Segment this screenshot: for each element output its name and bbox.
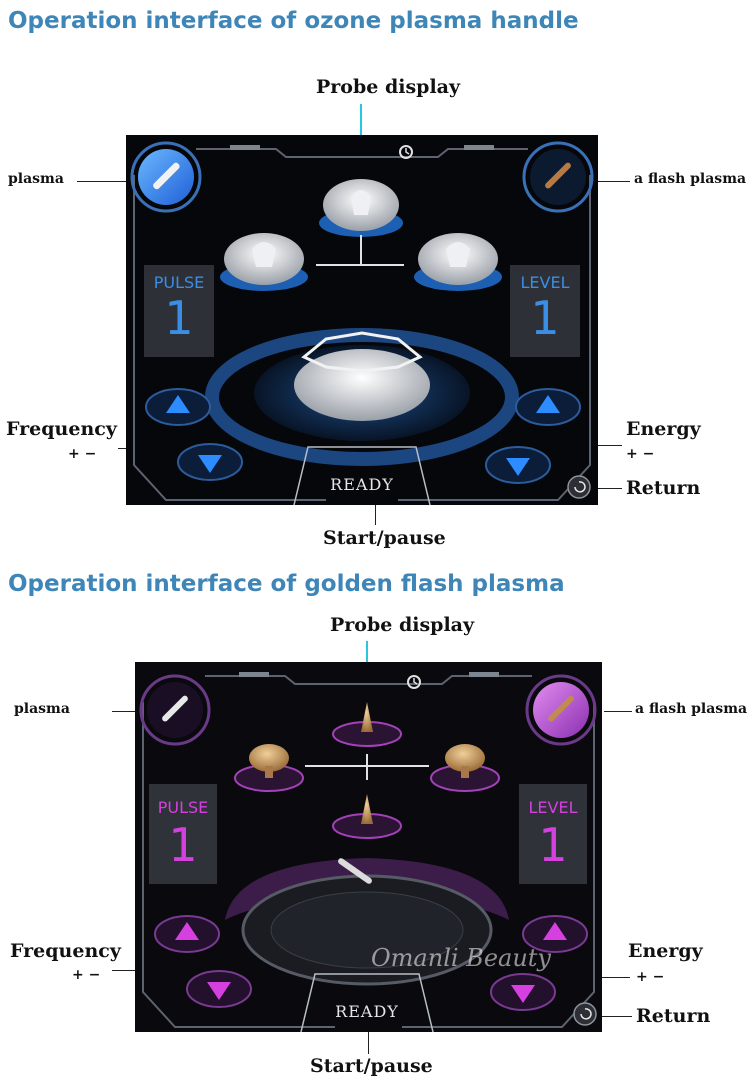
probe-bottom[interactable] xyxy=(332,794,402,839)
pulse-label: PULSE xyxy=(153,273,205,292)
golden-flash-plasma-panel: PULSE 1 LEVEL 1 Omanli Beauty READY xyxy=(135,662,602,1032)
probe-top[interactable] xyxy=(319,179,403,237)
return-button[interactable] xyxy=(573,1002,597,1026)
energy-signs: + − xyxy=(636,969,665,985)
energy-down-button[interactable] xyxy=(485,446,551,484)
center-probe-display xyxy=(205,328,519,466)
level-value: 1 xyxy=(538,818,568,872)
flash-plasma-handle-button[interactable] xyxy=(522,141,594,213)
probe-right[interactable] xyxy=(414,233,502,291)
plasma-handle-button[interactable] xyxy=(130,141,202,213)
frequency-up-button[interactable] xyxy=(154,915,220,953)
flash-plasma-label: a flash plasma xyxy=(635,701,748,717)
energy-up-button[interactable] xyxy=(515,388,581,426)
probe-top[interactable] xyxy=(332,702,402,747)
ozone-plasma-panel: PULSE 1 LEVEL 1 READY xyxy=(126,135,598,505)
frequency-label: Frequency xyxy=(6,418,117,440)
down-arrow-icon xyxy=(198,455,222,473)
frequency-signs: + − xyxy=(68,446,97,462)
up-arrow-icon xyxy=(166,395,190,413)
probe-left[interactable] xyxy=(234,744,304,792)
pulse-value: 1 xyxy=(168,818,198,872)
level-label: LEVEL xyxy=(520,273,570,292)
probe-right[interactable] xyxy=(430,744,500,792)
frequency-up-button[interactable] xyxy=(145,388,211,426)
return-icon xyxy=(580,1008,592,1020)
plasma-label: plasma xyxy=(8,171,64,187)
probe-left[interactable] xyxy=(220,233,308,291)
start-pause-label: Start/pause xyxy=(310,1055,433,1077)
flash-plasma-handle-button[interactable] xyxy=(525,674,597,746)
return-button[interactable] xyxy=(567,475,591,499)
energy-label: Energy xyxy=(626,418,701,440)
flash-plasma-handle-icon xyxy=(548,695,574,722)
pulse-value: 1 xyxy=(164,291,194,345)
energy-up-button[interactable] xyxy=(522,915,588,953)
plasma-handle-icon xyxy=(162,695,188,722)
frequency-down-button[interactable] xyxy=(186,970,252,1008)
section1-title: Operation interface of ozone plasma hand… xyxy=(8,8,579,34)
flash-plasma-label: a flash plasma xyxy=(634,171,747,187)
plasma-handle-button[interactable] xyxy=(139,674,211,746)
frequency-down-button[interactable] xyxy=(177,443,243,481)
return-icon xyxy=(574,481,586,493)
energy-label: Energy xyxy=(628,940,703,962)
down-arrow-icon xyxy=(511,985,535,1003)
energy-down-button[interactable] xyxy=(490,973,556,1011)
up-arrow-icon xyxy=(175,922,199,940)
return-label: Return xyxy=(626,477,701,499)
frequency-signs: + − xyxy=(72,967,101,983)
flash-plasma-handle-icon xyxy=(545,162,571,189)
ready-start-button[interactable]: READY xyxy=(335,1002,399,1021)
down-arrow-icon xyxy=(207,982,231,1000)
plasma-handle-icon xyxy=(153,162,180,190)
down-arrow-icon xyxy=(506,458,530,476)
level-value: 1 xyxy=(530,291,560,345)
probe-display-label: Probe display xyxy=(316,76,461,98)
level-label: LEVEL xyxy=(528,798,578,817)
clock-icon xyxy=(407,675,421,689)
start-pause-label: Start/pause xyxy=(323,527,446,549)
ready-start-button[interactable]: READY xyxy=(330,475,394,494)
up-arrow-icon xyxy=(536,395,560,413)
clock-icon xyxy=(399,145,413,159)
plasma-label: plasma xyxy=(14,701,70,717)
probe-display-label: Probe display xyxy=(330,614,475,636)
watermark: Omanli Beauty xyxy=(371,944,551,972)
frequency-label: Frequency xyxy=(10,940,121,962)
pulse-label: PULSE xyxy=(157,798,209,817)
section2-title: Operation interface of golden flash plas… xyxy=(8,571,565,597)
up-arrow-icon xyxy=(543,922,567,940)
return-label: Return xyxy=(636,1005,711,1027)
center-probe-display xyxy=(225,858,509,986)
energy-signs: + − xyxy=(626,446,655,462)
